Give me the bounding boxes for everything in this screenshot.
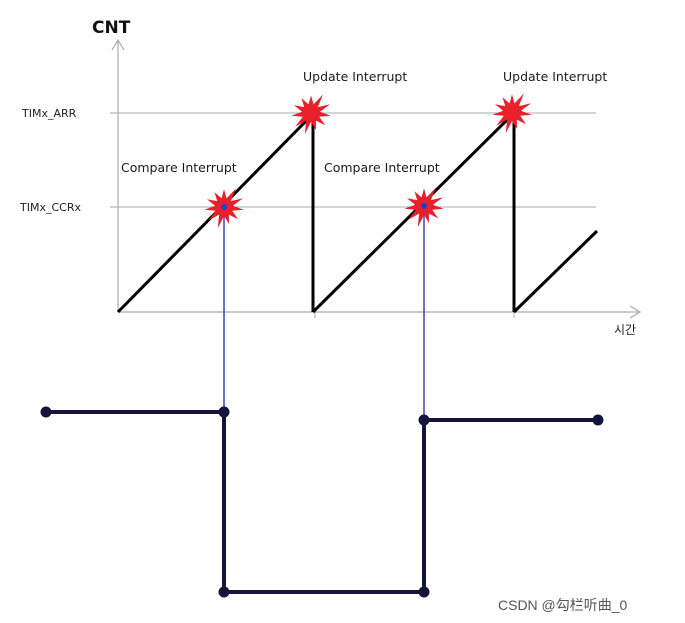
pwm-vertex-dot xyxy=(592,414,604,426)
axes xyxy=(111,38,642,319)
x-axis-title: 시간 xyxy=(614,323,636,337)
watermark: CSDN @勾栏听曲_0 xyxy=(498,597,628,613)
update-interrupt-label-2: Update Interrupt xyxy=(503,69,607,84)
pwm-waveform xyxy=(40,406,604,598)
compare-interrupt-label-1: Compare Interrupt xyxy=(121,160,237,175)
pwm-vertex-dot xyxy=(418,414,430,426)
projection-lines xyxy=(223,207,425,418)
ccr-label: TIMx_CCRx xyxy=(19,201,81,214)
interrupt-markers xyxy=(204,93,532,229)
update-interrupt-starburst-icon xyxy=(291,94,331,135)
counter-ramp-3 xyxy=(512,229,599,314)
compare-point-dot-1 xyxy=(221,204,227,210)
compare-interrupt-label-2: Compare Interrupt xyxy=(324,160,440,175)
pwm-line xyxy=(46,410,598,594)
update-interrupt-label-1: Update Interrupt xyxy=(303,69,407,84)
starburst-shape xyxy=(492,93,532,134)
pwm-vertex-dot xyxy=(418,586,430,598)
y-axis-title: CNT xyxy=(92,18,131,38)
compare-point-dot-2 xyxy=(421,203,427,209)
pwm-vertex-dot xyxy=(218,586,230,598)
y-axis-arrow xyxy=(111,38,125,51)
counter-ramp-2 xyxy=(311,115,512,314)
pwm-vertex-dot xyxy=(40,406,52,418)
counter-waveform xyxy=(116,115,599,314)
pwm-vertex-dot xyxy=(218,406,230,418)
arr-label: TIMx_ARR xyxy=(21,107,77,120)
x-axis-arrow xyxy=(629,305,642,319)
starburst-shape xyxy=(291,94,331,135)
update-interrupt-starburst-icon xyxy=(492,93,532,134)
